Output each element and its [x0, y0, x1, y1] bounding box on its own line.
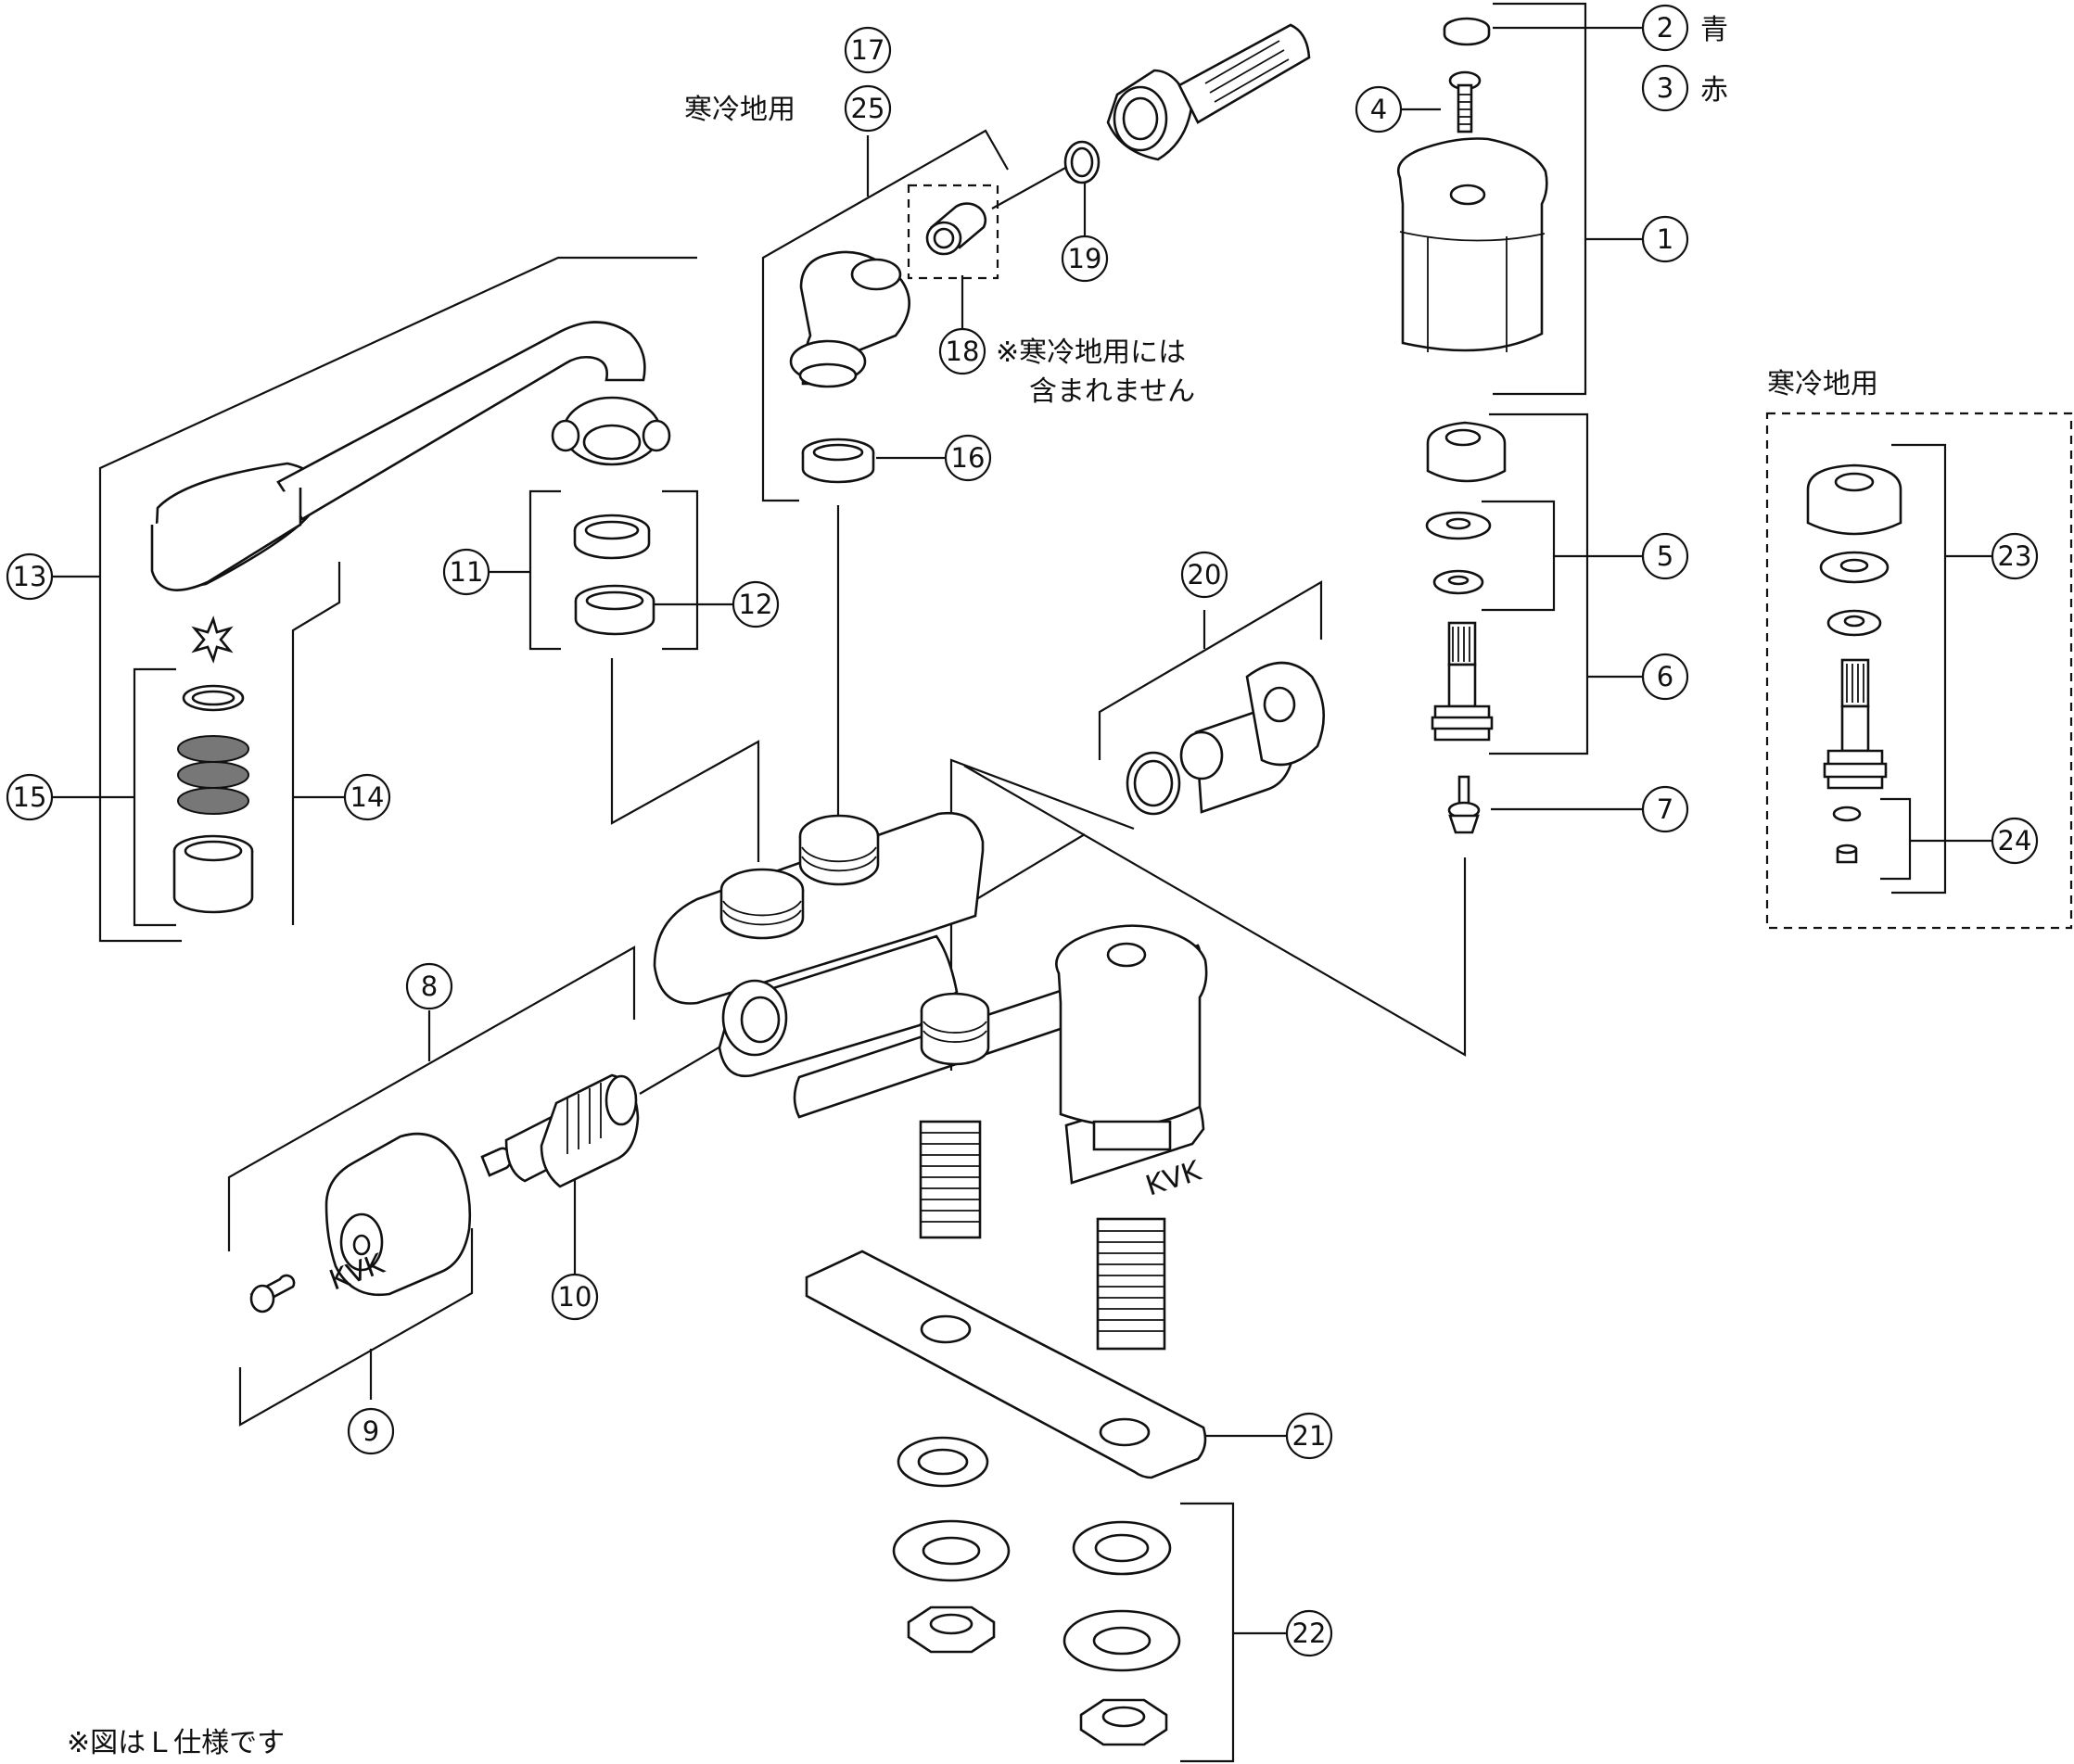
label-red: 赤	[1700, 74, 1728, 107]
callout-6: 6	[1641, 653, 1689, 701]
label-blue: 青	[1700, 14, 1728, 46]
svg-text:2: 2	[1657, 12, 1673, 44]
body-brand-text: KVK	[1142, 1154, 1206, 1202]
svg-text:14: 14	[350, 781, 385, 813]
cartridge-part	[480, 1073, 640, 1188]
callout-13: 13	[6, 552, 54, 601]
callout-1: 1	[1641, 215, 1689, 263]
svg-text:24: 24	[1998, 825, 2032, 857]
callout-21: 21	[1285, 1412, 1333, 1460]
footer-note: ※図はＬ仕様です	[67, 1727, 285, 1759]
callout-12: 12	[732, 580, 780, 628]
callout-20: 20	[1180, 551, 1228, 599]
callout-18: 18	[938, 327, 986, 375]
callout-16: 16	[944, 434, 992, 482]
supply-nut-part	[1106, 23, 1311, 161]
cold-region-parts	[1806, 463, 1902, 864]
callouts: 1 2 青 3 赤 4 5 6 7 8 9 10 11 12 13 14 15 …	[6, 4, 2039, 1657]
callout-5: 5	[1641, 532, 1689, 580]
callout-10: 10	[551, 1273, 599, 1321]
mount-hardware-parts	[892, 1436, 1181, 1746]
callout-17: 17	[844, 26, 892, 74]
callout-2: 2	[1641, 4, 1689, 52]
not-included-note-line2: 含まれません	[1029, 375, 1195, 408]
callout-23: 23	[1991, 532, 2039, 580]
valve-part	[1447, 775, 1481, 834]
svg-text:23: 23	[1998, 540, 2032, 572]
cap-part	[1443, 17, 1491, 46]
svg-text:10: 10	[558, 1281, 592, 1313]
svg-text:13: 13	[13, 561, 47, 592]
callout-8: 8	[405, 962, 453, 1010]
svg-text:15: 15	[13, 781, 47, 813]
spout-part	[150, 321, 671, 591]
svg-text:9: 9	[363, 1415, 379, 1447]
callout-15: 15	[6, 773, 54, 821]
cold-region-label-top: 寒冷地用	[684, 94, 795, 126]
screw-part	[1448, 70, 1482, 133]
svg-text:1: 1	[1657, 223, 1673, 255]
callout-22: 22	[1285, 1609, 1333, 1657]
svg-text:6: 6	[1657, 661, 1673, 692]
svg-text:16: 16	[951, 442, 986, 474]
svg-text:18: 18	[946, 336, 980, 367]
svg-text:20: 20	[1188, 559, 1222, 590]
callout-3: 3	[1641, 64, 1689, 112]
elbow-packing-part	[801, 438, 875, 484]
spindle-part	[1431, 621, 1494, 742]
elbow-part	[789, 250, 910, 388]
svg-text:8: 8	[421, 971, 438, 1002]
callout-4: 4	[1355, 85, 1403, 133]
not-included-note-line1: ※寒冷地用には	[996, 336, 1186, 369]
svg-text:25: 25	[851, 93, 885, 124]
svg-text:4: 4	[1370, 94, 1387, 125]
sleeve-part	[925, 202, 987, 256]
leader-lines	[52, 2, 2073, 1763]
callout-11: 11	[442, 548, 490, 596]
callout-25: 25	[844, 84, 892, 133]
oring-part	[1063, 140, 1101, 184]
spout-packing-parts	[573, 514, 655, 636]
stop-valve-part	[1126, 661, 1326, 816]
svg-text:5: 5	[1657, 540, 1673, 572]
callout-24: 24	[1991, 817, 2039, 865]
aerator-parts	[172, 615, 254, 914]
svg-text:19: 19	[1068, 243, 1102, 274]
lever-handle-part: KVK	[249, 1132, 472, 1313]
faucet-body-part: KVK	[653, 811, 1208, 1351]
svg-text:7: 7	[1657, 793, 1673, 825]
svg-text:3: 3	[1657, 72, 1673, 104]
callout-9: 9	[347, 1407, 395, 1455]
callout-14: 14	[343, 773, 391, 821]
svg-text:21: 21	[1292, 1420, 1327, 1452]
svg-text:17: 17	[851, 34, 885, 66]
svg-text:12: 12	[739, 589, 773, 620]
packing-parts	[1425, 421, 1507, 595]
handle-part	[1396, 137, 1548, 352]
callout-19: 19	[1061, 235, 1109, 283]
base-plate-part	[805, 1250, 1207, 1479]
svg-text:11: 11	[450, 556, 484, 588]
cold-region-box-title: 寒冷地用	[1767, 368, 1878, 400]
svg-text:22: 22	[1292, 1618, 1327, 1649]
callout-7: 7	[1641, 785, 1689, 833]
